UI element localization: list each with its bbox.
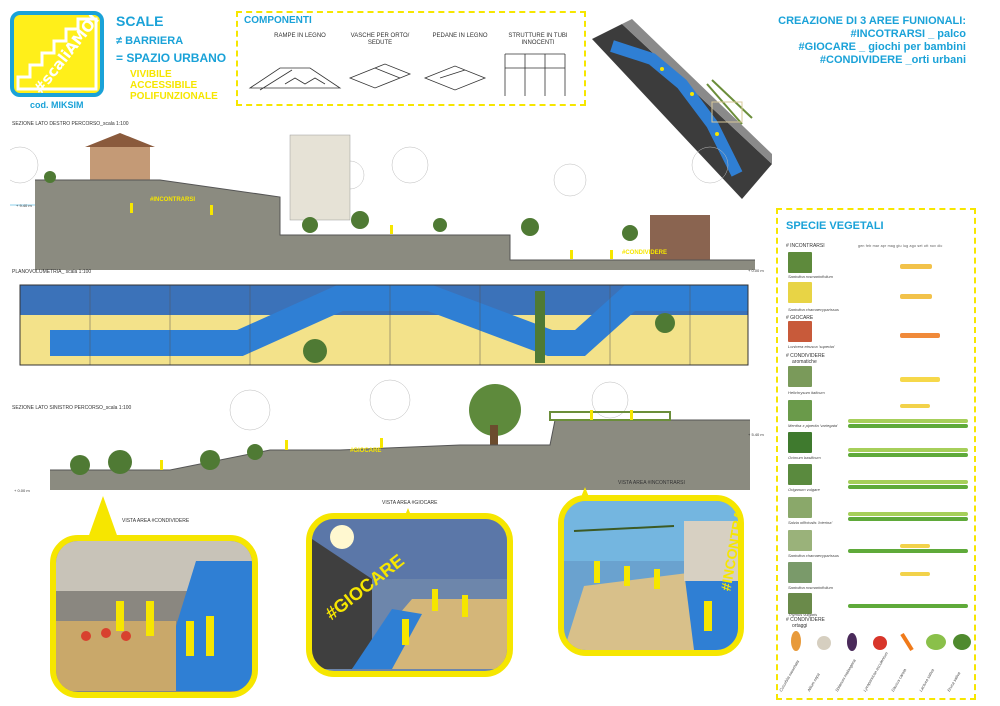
species-title: SPECIE VEGETALI xyxy=(786,220,884,232)
section-right-drawing xyxy=(10,133,755,270)
component-label-pedane: PEDANE IN LEGNO xyxy=(432,33,488,39)
plan-label: PLANOVOLUMETRIA_ scala 1:100 xyxy=(12,269,92,275)
vegetable-icons xyxy=(791,631,971,652)
section-tag-condividere: #CONDIVIDERE xyxy=(622,250,668,256)
title-spazio-urbano: = SPAZIO URBANO xyxy=(116,51,227,65)
section-left-drawing xyxy=(50,379,750,490)
group-giocare: # GIOCARE xyxy=(786,315,814,321)
bloom-calendar xyxy=(848,264,968,608)
section-left-label: SEZIONE LATO SINISTRO PERCORSO_scala 1:1… xyxy=(12,405,132,411)
plant-thumb xyxy=(788,497,812,518)
project-code: cod. MIKSIM xyxy=(30,100,84,110)
title-scale: SCALE xyxy=(116,13,164,29)
components-sketches xyxy=(248,53,566,96)
section-tag-giocare: #GIOCARE xyxy=(350,448,382,454)
plant-name: Santolina rosmarinifolium xyxy=(788,585,833,590)
group-incontrarsi: # INCONTRARSI xyxy=(786,243,825,249)
group-ortaggi: ortaggi xyxy=(792,623,808,629)
plant-name: Santolina chamaecyparissus xyxy=(788,307,839,312)
render-giocare xyxy=(312,519,507,669)
view-condividere xyxy=(50,535,258,698)
render-condividere xyxy=(56,541,252,691)
view-label-giocare: VISTA AREA #GIOCARE xyxy=(382,500,438,506)
plant-name: Thymus vulgaris xyxy=(788,612,818,617)
plant-thumb xyxy=(788,366,812,387)
group-aromatiche: aromatiche xyxy=(792,359,817,365)
section-tag-incontrarsi: #INCONTRARSI xyxy=(150,197,196,203)
plant-thumb xyxy=(788,282,812,303)
pointer-condividere xyxy=(88,496,118,538)
plan-drawing xyxy=(19,284,749,366)
plant-name: Lonicera etrusca 'superba' xyxy=(788,344,835,349)
component-label-vasche: VASCHE PER ORTO/ SEDUTE xyxy=(350,33,410,46)
elevation-top: + 9.40 m xyxy=(16,203,32,208)
plant-name: Santolina rosmarinifolium xyxy=(788,274,833,279)
section-right-label: SEZIONE LATO DESTRO PERCORSO_scala 1:100 xyxy=(12,121,129,127)
area-condividere: #CONDIVIDERE _orti urbani xyxy=(819,54,966,66)
adjective-accessibile: ACCESSIBILE xyxy=(130,80,198,91)
adjective-vivibile: VIVIBILE xyxy=(130,69,172,80)
group-condividere-ortaggi: # CONDIVIDERE xyxy=(786,617,825,623)
component-label-rampe: RAMPE IN LEGNO xyxy=(274,33,326,39)
axonometric-view xyxy=(592,19,772,199)
view-label-condividere: VISTA AREA #CONDIVIDERE xyxy=(122,518,190,524)
elevation-bottom: + 0.00 m xyxy=(748,268,764,273)
plant-thumb xyxy=(788,530,812,551)
elevation-left: + 0.00 m xyxy=(14,488,30,493)
logo: #scaliAMO! xyxy=(10,11,104,97)
plant-thumb xyxy=(788,562,812,583)
functional-areas-heading: CREAZIONE DI 3 AREE FUNIONALI: xyxy=(778,15,966,27)
plant-thumb xyxy=(788,252,812,273)
plant-thumb xyxy=(788,464,812,485)
plant-name: Ocimum basilicum xyxy=(788,455,821,460)
components-box xyxy=(236,11,586,106)
functional-areas-title: CREAZIONE DI 3 AREE FUNIONALI: #INCOTRAR… xyxy=(766,15,966,67)
render-incontrarsi xyxy=(564,501,738,650)
group-condividere-aromatiche: # CONDIVIDERE xyxy=(786,353,825,359)
plant-name: Origanum vulgare xyxy=(788,487,820,492)
elevation-right: + 5.40 m xyxy=(748,432,764,437)
plant-name: Mentha x piperita 'variegata' xyxy=(788,423,838,428)
title-barriera: ≠ BARRIERA xyxy=(116,35,184,47)
plant-name: Santolina chamaecyparissus xyxy=(788,553,839,558)
plant-name: Helichrysum italicum xyxy=(788,390,825,395)
species-panel xyxy=(776,208,976,700)
plant-thumb xyxy=(788,432,812,453)
stairs-graphic xyxy=(16,17,98,91)
view-label-incontrarsi: VISTA AREA #INCONTRARSI xyxy=(618,480,685,486)
plant-thumb xyxy=(788,321,812,342)
plant-name: Salvia officinalis 'Icterina' xyxy=(788,520,833,525)
plant-thumb xyxy=(788,593,812,614)
area-incontrarsi: #INCOTRARSI _ palco xyxy=(850,28,966,40)
view-incontrarsi: #INCONTRARSI xyxy=(558,495,744,656)
components-title: COMPONENTI xyxy=(244,15,312,26)
view-giocare: #GIOCARE xyxy=(306,513,513,677)
plant-thumb xyxy=(788,400,812,421)
component-label-strutture: STRUTTURE IN TUBI INNOCENTI xyxy=(508,33,568,46)
adjective-polifunzionale: POLIFUNZIONALE xyxy=(130,91,218,102)
area-giocare: #GIOCARE _ giochi per bambini xyxy=(798,41,966,53)
months-header: gen feb mar apr mag giu lug ago set ott … xyxy=(858,244,943,248)
